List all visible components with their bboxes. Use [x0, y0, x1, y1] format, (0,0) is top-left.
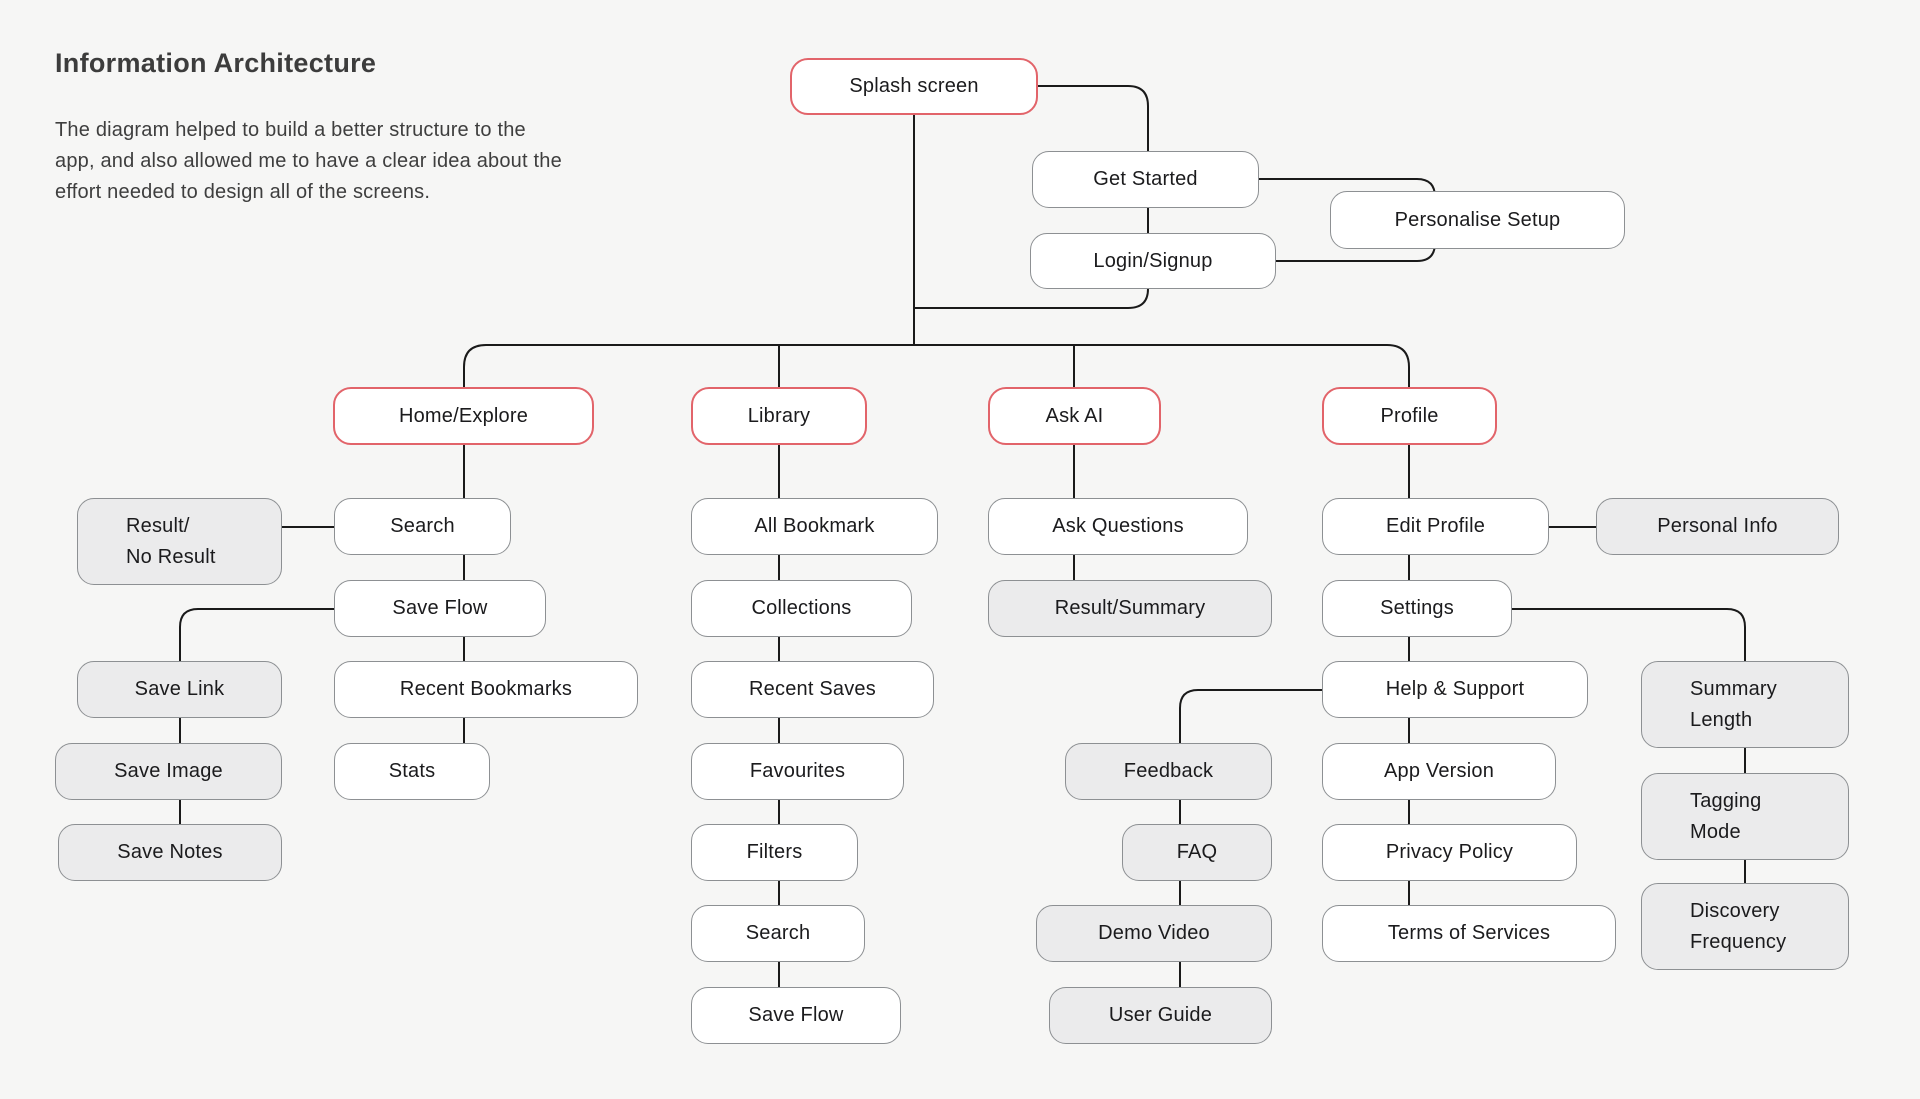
node-label: Feedback — [1123, 760, 1214, 782]
node-settings: Settings — [1322, 580, 1512, 637]
node-search-library: Search — [691, 905, 865, 962]
node-personal-info: Personal Info — [1596, 498, 1839, 555]
node-label: Ask AI — [1045, 404, 1104, 427]
node-label: Result/ — [126, 514, 190, 537]
node-label: Terms of Services — [1387, 922, 1551, 944]
node-label: Profile — [1380, 404, 1439, 427]
node-label: Privacy Policy — [1385, 841, 1514, 863]
node-label: Demo Video — [1098, 922, 1210, 944]
node-result-no-result: Result/No Result — [77, 498, 282, 585]
node-label: Length — [1690, 708, 1753, 731]
node-help-support: Help & Support — [1322, 661, 1588, 718]
node-label: All Bookmark — [754, 515, 875, 537]
node-label: No Result — [126, 545, 216, 568]
node-personalise-setup: Personalise Setup — [1330, 191, 1625, 249]
node-label: App Version — [1383, 760, 1495, 782]
page-description: The diagram helped to build a better str… — [55, 115, 695, 208]
node-edit-profile: Edit Profile — [1322, 498, 1549, 555]
edge-login-signup--splash-screen — [914, 288, 1149, 309]
edge-home-explore--profile — [463, 344, 1410, 387]
node-filters: Filters — [691, 824, 858, 881]
node-save-image: Save Image — [55, 743, 282, 800]
node-label: Ask Questions — [1052, 515, 1184, 537]
node-label: Search — [745, 922, 811, 944]
node-label: Personalise Setup — [1394, 208, 1561, 231]
node-label: User Guide — [1108, 1004, 1213, 1026]
node-label: Personal Info — [1657, 515, 1778, 537]
node-label: Help & Support — [1385, 678, 1525, 700]
node-faq: FAQ — [1122, 824, 1272, 881]
node-collections: Collections — [691, 580, 912, 637]
node-label: Edit Profile — [1385, 515, 1486, 537]
node-label: Login/Signup — [1093, 249, 1213, 272]
node-demo-video: Demo Video — [1036, 905, 1272, 962]
node-save-flow-library: Save Flow — [691, 987, 901, 1044]
edge-settings--summary-length — [1512, 608, 1746, 661]
node-label: Summary — [1690, 677, 1777, 700]
node-login-signup: Login/Signup — [1030, 233, 1276, 289]
node-splash-screen: Splash screen — [790, 58, 1038, 115]
node-recent-saves: Recent Saves — [691, 661, 934, 718]
node-label: Tagging — [1690, 789, 1762, 812]
node-save-link: Save Link — [77, 661, 282, 718]
node-label: Recent Saves — [749, 678, 876, 700]
node-get-started: Get Started — [1032, 151, 1259, 208]
node-label: Filters — [746, 841, 803, 863]
node-label: Save Flow — [748, 1004, 844, 1026]
node-save-flow-home: Save Flow — [334, 580, 546, 637]
node-label: Mode — [1690, 820, 1741, 843]
node-label: Collections — [751, 597, 852, 619]
node-search-home: Search — [334, 498, 511, 555]
node-label: Save Flow — [392, 597, 488, 619]
node-label: Search — [390, 515, 455, 537]
edge-save-flow-home--save-link — [179, 608, 334, 661]
node-home-explore: Home/Explore — [333, 387, 594, 445]
node-label: Home/Explore — [398, 404, 529, 427]
node-label: Library — [747, 404, 811, 427]
node-profile: Profile — [1322, 387, 1497, 445]
node-label: FAQ — [1176, 841, 1218, 863]
node-label: Save Notes — [117, 841, 223, 863]
node-feedback: Feedback — [1065, 743, 1272, 800]
node-favourites: Favourites — [691, 743, 904, 800]
page-description-line: app, and also allowed me to have a clear… — [55, 150, 562, 172]
node-label: Stats — [388, 760, 436, 782]
node-recent-bookmarks: Recent Bookmarks — [334, 661, 638, 718]
node-user-guide: User Guide — [1049, 987, 1272, 1044]
node-save-notes: Save Notes — [58, 824, 282, 881]
node-result-summary: Result/Summary — [988, 580, 1272, 637]
node-ask-questions: Ask Questions — [988, 498, 1248, 555]
node-label: Save Image — [114, 760, 223, 782]
node-privacy-policy: Privacy Policy — [1322, 824, 1577, 881]
page-description-line: effort needed to design all of the scree… — [55, 181, 431, 203]
edge-splash-screen--get-started — [1038, 85, 1149, 151]
page-title: Information Architecture — [55, 48, 377, 78]
node-terms-of-services: Terms of Services — [1322, 905, 1616, 962]
page-description-line: The diagram helped to build a better str… — [55, 119, 526, 141]
node-label: Frequency — [1690, 930, 1787, 953]
node-label: Recent Bookmarks — [399, 678, 573, 700]
node-ask-ai: Ask AI — [988, 387, 1161, 445]
node-label: Favourites — [749, 760, 846, 782]
node-stats: Stats — [334, 743, 490, 800]
node-label: Save Link — [134, 678, 225, 700]
node-library: Library — [691, 387, 867, 445]
header: Information Architecture The diagram hel… — [55, 48, 695, 208]
node-label: Splash screen — [849, 75, 979, 97]
node-label: Result/Summary — [1054, 597, 1206, 619]
node-all-bookmark: All Bookmark — [691, 498, 938, 555]
node-label: Get Started — [1093, 168, 1198, 190]
node-app-version: App Version — [1322, 743, 1556, 800]
node-label: Settings — [1380, 597, 1454, 619]
node-label: Discovery — [1690, 899, 1780, 922]
edge-help-support--feedback — [1179, 689, 1322, 743]
